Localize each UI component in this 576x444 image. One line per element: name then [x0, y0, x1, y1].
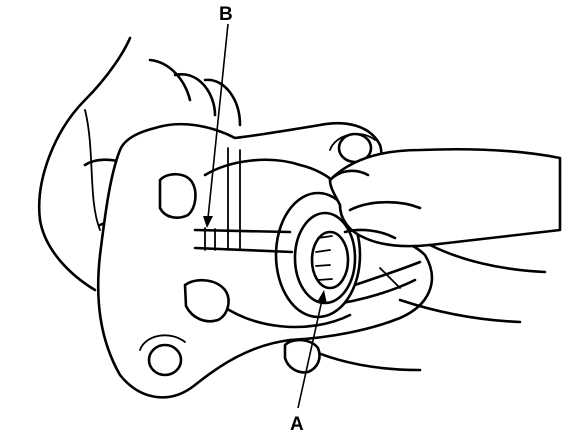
right-hand	[298, 147, 562, 372]
leader-b-arrow	[203, 216, 213, 228]
callout-label-a: A	[290, 414, 304, 435]
left-hand	[37, 36, 242, 292]
leader-a-arrow	[317, 290, 327, 304]
bolt-hole-bottom	[147, 343, 183, 377]
leader-b	[207, 23, 229, 219]
left-fingertips	[158, 172, 321, 374]
rotor-assembly	[193, 191, 362, 319]
callout-label-b: B	[219, 4, 233, 25]
leader-a	[297, 299, 323, 409]
